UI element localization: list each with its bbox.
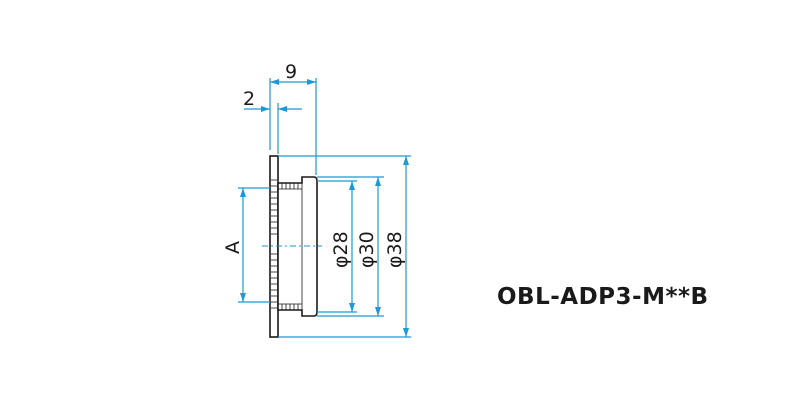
dimension-bore <box>238 187 270 303</box>
adapter-body <box>277 176 318 317</box>
thread-bottom <box>278 303 302 310</box>
model-number: OBL-ADP3-M**B <box>497 284 709 310</box>
thread-top <box>278 183 302 190</box>
dimension-bore-label: A <box>222 241 244 254</box>
dimension-diameter-28 <box>317 180 357 313</box>
dimension-flange-thickness-label: 2 <box>243 88 255 110</box>
flange-knurl <box>271 179 277 309</box>
dimension-diameter-28-label: φ28 <box>330 231 352 268</box>
dimension-overall-length-label: 9 <box>285 61 297 83</box>
dimension-diameter-30-label: φ30 <box>356 231 378 268</box>
dimension-diameter-30 <box>317 176 384 317</box>
dimension-overall-length <box>269 78 317 175</box>
dimension-flange-thickness <box>244 103 302 154</box>
dimension-diameter-38-label: φ38 <box>384 231 406 268</box>
dimension-diameter-38 <box>278 155 411 338</box>
